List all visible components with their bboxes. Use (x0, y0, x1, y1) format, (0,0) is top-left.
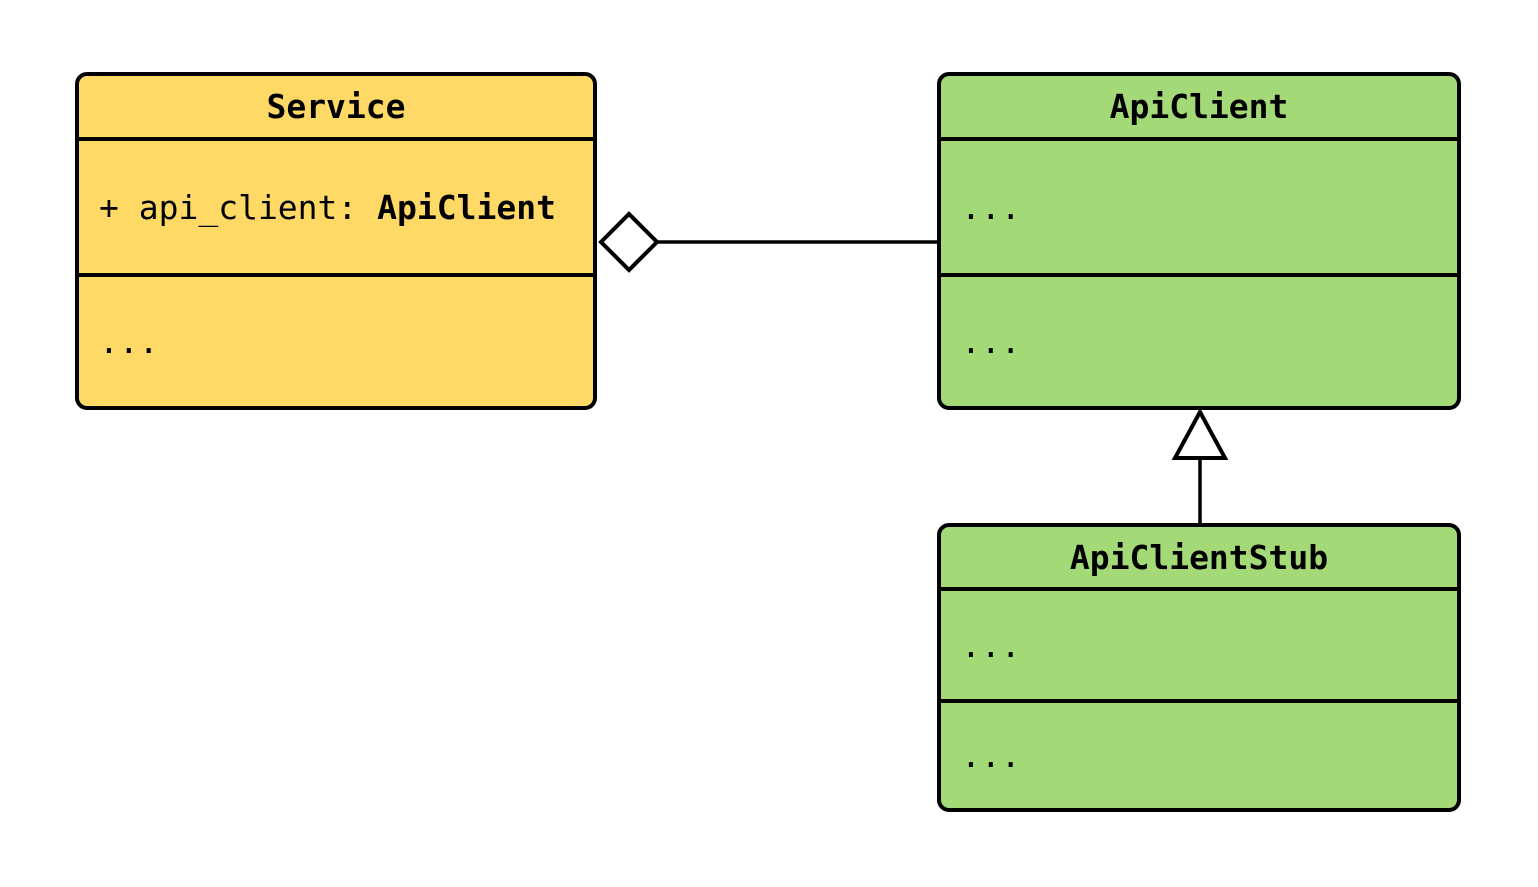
inheritance-edge[interactable] (1171, 407, 1229, 527)
aggregation-edge[interactable] (598, 211, 939, 273)
class-title-apiclientstub: ApiClientStub (941, 527, 1457, 591)
class-box-apiclientstub[interactable]: ApiClientStub ... ... (937, 523, 1461, 812)
class-methods-apiclientstub: ... (961, 736, 1021, 775)
open-diamond-icon (598, 211, 660, 273)
class-box-service[interactable]: Service + api_client: ApiClient ... (75, 72, 597, 410)
class-attributes-service: + api_client: ApiClient (79, 141, 593, 277)
class-methods-service: ... (99, 322, 159, 361)
class-attributes-apiclientstub: ... (941, 591, 1457, 703)
class-box-apiclient[interactable]: ApiClient ... ... (937, 72, 1461, 410)
attribute-text: + api_client: (99, 187, 378, 227)
open-triangle-icon (1171, 407, 1229, 460)
attribute-type: ApiClient (377, 187, 556, 227)
class-title-service: Service (79, 76, 593, 141)
class-attributes-apiclient: ... (941, 141, 1457, 277)
class-title-apiclient: ApiClient (941, 76, 1457, 141)
class-methods-apiclient: ... (961, 322, 1021, 361)
